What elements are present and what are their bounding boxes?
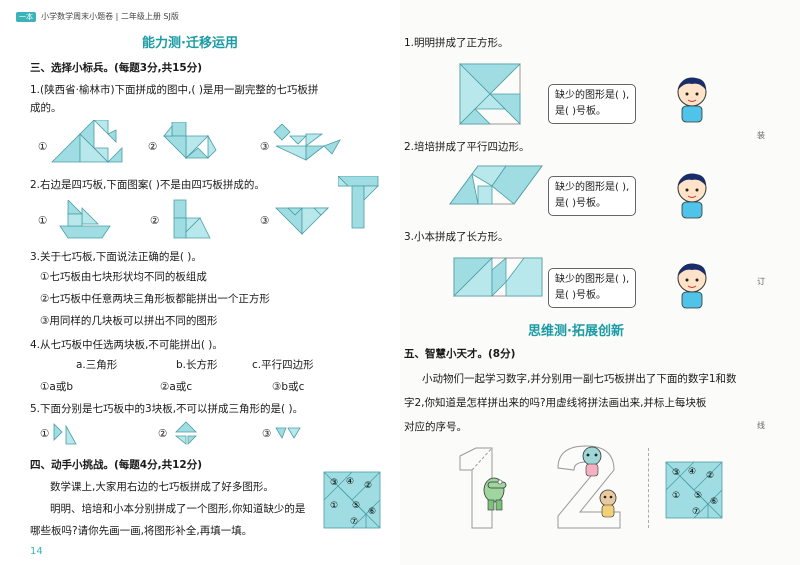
q1-opt-1[interactable]: ① (38, 141, 48, 153)
r2-text: 2.培培拼成了平行四边形。 (404, 141, 530, 153)
q2-figure-triangle (275, 207, 329, 235)
tangram2-num-4: ④ (688, 467, 696, 477)
crocodile-icon (483, 477, 507, 511)
q5-pieces-1 (53, 423, 77, 445)
tangram-reference: ③ ④ ② ① ⑤ ⑦ ⑥ (323, 471, 381, 529)
s5-title: 五、智慧小天才。(8分) (404, 348, 516, 360)
r1-bubble-line-2: 是( )号板。 (555, 106, 606, 117)
tangram-num-6: ⑥ (368, 507, 376, 517)
q4-b: b.长方形 (176, 359, 218, 371)
q3-option-c[interactable]: ③用同样的几块板可以拼出不同的图形 (40, 315, 218, 327)
r2-bubble-line-2: 是( )号板。 (555, 198, 606, 209)
boy-avatar-1 (677, 77, 707, 123)
q1-figure-bird (51, 120, 123, 163)
tangram2-num-5: ⑤ (694, 491, 702, 501)
boy-avatar-2 (677, 173, 707, 219)
q2-figure-stair (173, 199, 211, 239)
tangram-num-3: ③ (330, 478, 338, 488)
binding-mark-1: 装 (757, 131, 765, 140)
binding-mark-3: 线 (757, 421, 765, 430)
tangram2-num-6: ⑥ (710, 497, 718, 507)
q1-figure-figure (163, 122, 217, 159)
q4-text: 4.从七巧板中任选两块板,不可能拼出( )。 (30, 339, 223, 351)
r1-square-puzzle (459, 63, 521, 125)
r3-bubble-line-2: 是( )号板。 (555, 290, 606, 301)
q2-opt-1[interactable]: ① (38, 215, 48, 227)
header: 一本 小学数学周末小题卷 | 二年级上册 SJ版 (16, 4, 179, 23)
s4-para-3: 哪些板吗?请你先画一画,将图形补全,再填一填。 (30, 525, 253, 537)
r1-bubble-line-1: 缺少的图形是( ), (555, 90, 630, 101)
r2-bubble-line-1: 缺少的图形是( ), (555, 182, 630, 193)
r1-answer-bubble[interactable]: 缺少的图形是( ), 是( )号板。 (548, 84, 637, 124)
page-number: 14 (30, 546, 43, 557)
s4-para-1: 数学课上,大家用右边的七巧板拼成了好多图形。 (50, 481, 274, 493)
tangram-reference-2: ③ ④ ② ① ⑤ ⑦ ⑥ (665, 461, 723, 519)
q1-text-2: 成的。 (30, 102, 62, 114)
q1-figure-plane (273, 124, 341, 161)
q4-c: c.平行四边形 (252, 359, 314, 371)
q1-opt-3[interactable]: ③ (260, 141, 270, 153)
q4-option-3[interactable]: ③b或c (272, 381, 305, 393)
binding-mark-2: 订 (757, 277, 765, 286)
q2-figure-boat (59, 200, 111, 239)
cat-icon (582, 446, 602, 477)
tangram-num-7: ⑦ (350, 517, 358, 527)
q5-pieces-2 (174, 421, 197, 445)
tangram-num-4: ④ (346, 477, 354, 487)
s5-para-3: 对应的序号。 (404, 421, 467, 433)
header-badge: 一本 (16, 12, 36, 22)
r3-rectangle-puzzle (453, 257, 543, 297)
section-title-thinking: 思维测·拓展创新 (528, 324, 624, 339)
r3-bubble-line-1: 缺少的图形是( ), (555, 274, 630, 285)
q1-opt-2[interactable]: ② (148, 141, 158, 153)
tangram2-num-3: ③ (672, 468, 680, 478)
q3-text: 3.关于七巧板,下面说法正确的是( )。 (30, 251, 202, 263)
q2-opt-2[interactable]: ② (150, 215, 160, 227)
tangram-num-5: ⑤ (352, 501, 360, 511)
s5-para-2: 字2,你知道是怎样拼出来的吗?用虚线将拼法画出来,并标上每块板 (404, 397, 707, 409)
q1-text: 1.(陕西省·榆林市)下面拼成的图中,( )是用一副完整的七巧板拼 (30, 84, 319, 96)
r3-answer-bubble[interactable]: 缺少的图形是( ), 是( )号板。 (548, 268, 637, 308)
header-text: 小学数学周末小题卷 | 二年级上册 SJ版 (41, 12, 179, 21)
s4-para-2: 明明、培培和小本分别拼成了一个图形,你知道缺少的是 (50, 503, 306, 515)
q5-text: 5.下面分别是七巧板中的3块板,不可以拼成三角形的是( )。 (30, 403, 304, 415)
q3-option-a[interactable]: ①七巧板由七块形状均不同的板组成 (40, 271, 207, 283)
right-page: 1.明明拼成了正方形。 缺少的图形是( ), 是( )号板。 2.培培拼成了平行… (400, 0, 800, 565)
tangram-num-1: ① (330, 501, 338, 511)
r2-answer-bubble[interactable]: 缺少的图形是( ), 是( )号板。 (548, 176, 637, 216)
tangram-num-2: ② (364, 481, 372, 491)
q5-pieces-3 (275, 427, 301, 439)
s5-para-1: 小动物们一起学习数字,并分别用一副七巧板拼出了下面的数字1和数 (422, 373, 737, 385)
monkey-icon (599, 489, 617, 518)
section-title-ability: 能力测·迁移运用 (142, 36, 238, 51)
divider (648, 448, 650, 528)
left-page: 一本 小学数学周末小题卷 | 二年级上册 SJ版 能力测·迁移运用 三、选择小标… (0, 0, 400, 565)
r2-parallelogram-puzzle (449, 165, 543, 205)
tangram2-num-2: ② (706, 471, 714, 481)
q4-option-1[interactable]: ①a或b (40, 381, 74, 393)
boy-avatar-3 (677, 263, 707, 309)
q3-option-b[interactable]: ②七巧板中任意两块三角形板都能拼出一个正方形 (40, 293, 270, 305)
r1-text: 1.明明拼成了正方形。 (404, 37, 509, 49)
r3-text: 3.小本拼成了长方形。 (404, 231, 509, 243)
s4-title: 四、动手小挑战。(每题4分,共12分) (30, 459, 203, 471)
tangram2-num-1: ① (672, 491, 680, 501)
q4-a: a.三角形 (76, 359, 118, 371)
q2-text: 2.右边是四巧板,下面图案( )不是由四巧板拼成的。 (30, 179, 265, 191)
digit-1-outline (459, 447, 507, 529)
q2-opt-3[interactable]: ③ (260, 215, 270, 227)
s3-title: 三、选择小标兵。(每题3分,共15分) (30, 62, 203, 74)
q4-option-2[interactable]: ②a或c (160, 381, 193, 393)
q5-opt-1[interactable]: ① (40, 428, 50, 440)
tangram2-num-7: ⑦ (692, 507, 700, 517)
q5-opt-2[interactable]: ② (158, 428, 168, 440)
q2-four-piece-figure (338, 176, 379, 229)
digit-2-outline (557, 445, 621, 529)
q5-opt-3[interactable]: ③ (262, 428, 272, 440)
